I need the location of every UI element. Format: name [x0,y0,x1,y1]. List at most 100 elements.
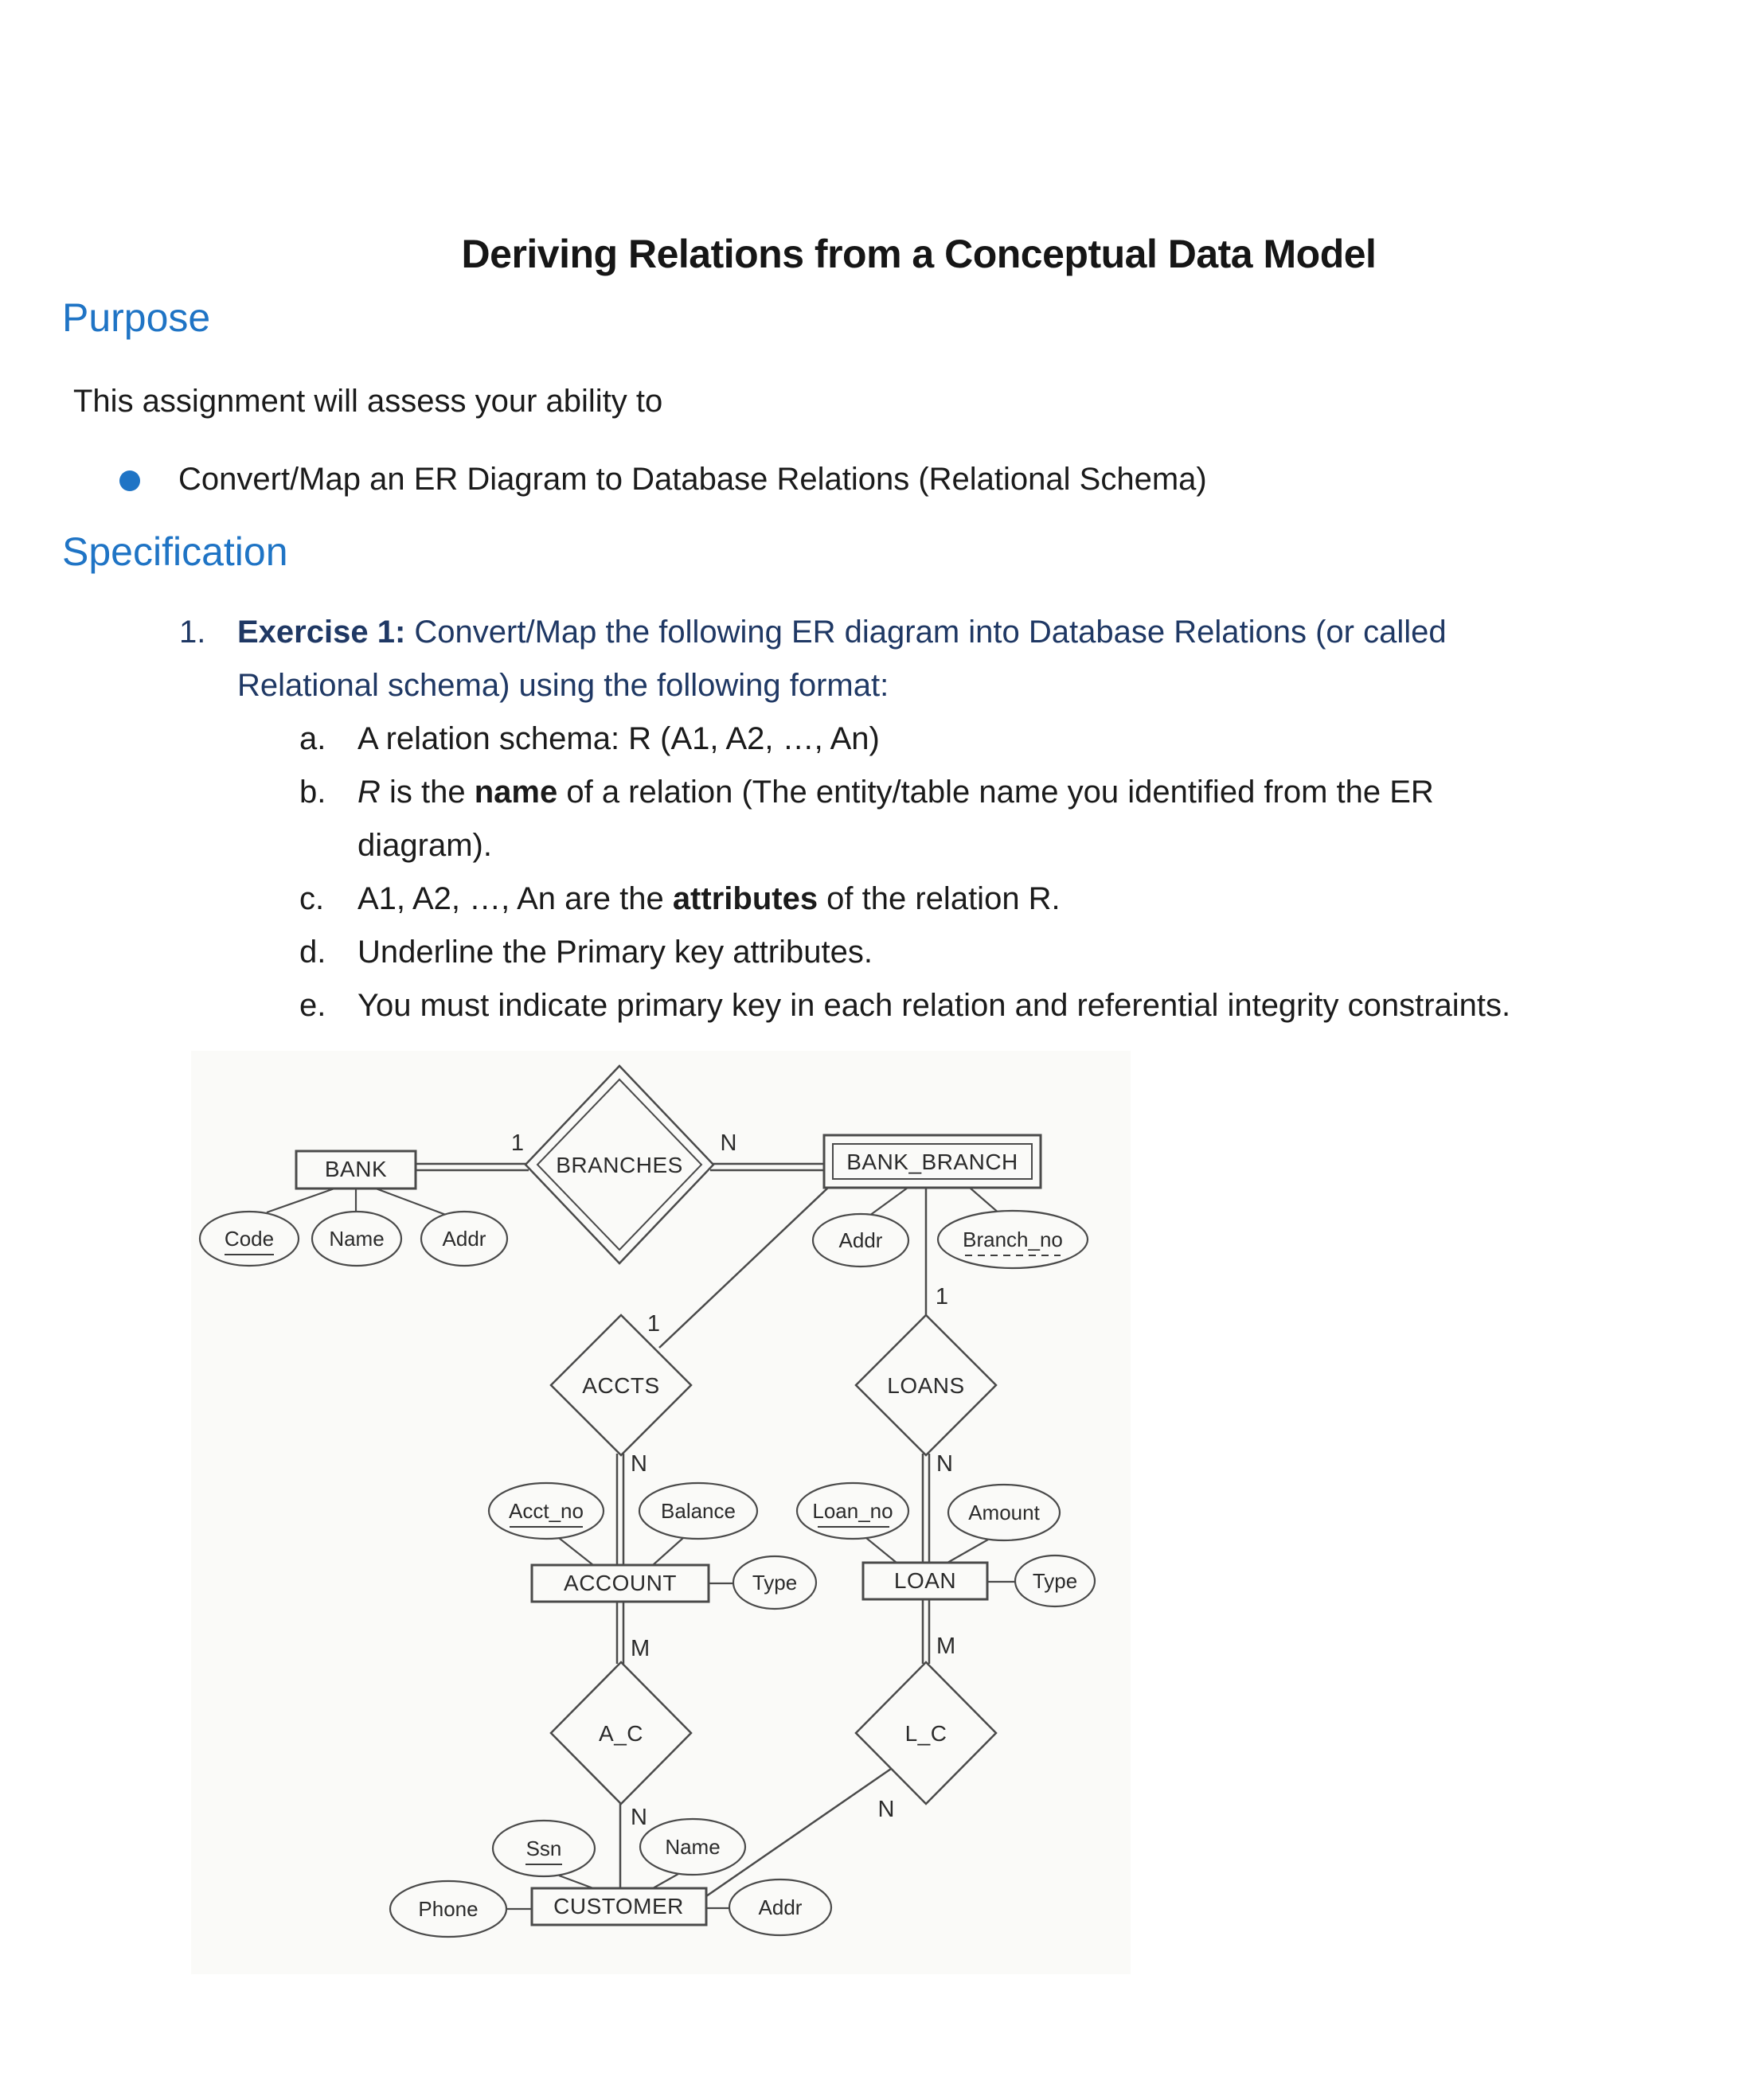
bullet-icon [119,470,140,491]
relationship-branches-inner [536,1078,703,1251]
cardinality-ac-n: N [631,1805,647,1830]
cardinality-loans-1: 1 [936,1284,948,1310]
attribute-cust-name-label: Name [665,1835,720,1859]
relationship-loans-label: LOANS [887,1373,964,1398]
entity-customer-label: CUSTOMER [553,1894,684,1918]
attribute-branch-addr-label: Addr [839,1228,883,1252]
attribute-code-ellipse [198,1210,300,1267]
attribute-loanno-label: Loan_no [812,1499,893,1523]
relationship-lc-label: L_C [905,1721,947,1746]
exercise-line-1: Exercise 1: Convert/Map the following ER… [237,615,1447,650]
entity-customer [530,1887,708,1926]
entity-bank-branch-label: BANK_BRANCH [846,1150,1018,1174]
attribute-shapes [198,1209,1096,1938]
item-b-bold: name [474,775,558,810]
entity-account [530,1563,710,1603]
attribute-loanno-ellipse [795,1481,910,1540]
entity-shapes [295,1134,1042,1926]
item-a-text: A relation schema: R (A1, A2, …, An) [357,721,880,756]
diagram-labels: BANK BRANCHES BANK_BRANCH ACCTS LOANS AC… [225,1130,1077,1921]
item-b-R: R [357,775,381,810]
purpose-heading: Purpose [62,295,211,340]
relationship-lc [854,1661,998,1805]
relationship-loans [854,1313,998,1457]
item-a-letter: a. [299,721,326,756]
attribute-name-label: Name [329,1227,384,1251]
item-b-line2: diagram). [357,828,492,863]
item-e-letter: e. [299,988,326,1023]
item-e-text: You must indicate primary key in each re… [357,988,1511,1023]
purpose-bullet-item: Convert/Map an ER Diagram to Database Re… [178,462,1207,497]
link-bank-code [266,1187,335,1214]
attribute-loan-type-ellipse [1014,1554,1096,1608]
link-bankbranch-accts [658,1187,829,1349]
item-d-text: Underline the Primary key attributes. [357,935,873,970]
key-underlines [225,1254,1061,1865]
relationship-shapes [524,1064,998,1805]
attribute-amount-ellipse [947,1483,1061,1542]
attribute-addr-label: Addr [443,1227,486,1251]
entity-loan [861,1561,989,1601]
link-lc-customer [705,1767,892,1898]
attribute-branchno-ellipse [936,1209,1089,1270]
attribute-name-ellipse [311,1210,403,1267]
attribute-branchno-label: Branch_no [963,1228,1063,1251]
link-branch-no [969,1187,1001,1215]
attribute-links [266,1187,1015,1911]
purpose-intro: This assignment will assess your ability… [73,384,663,419]
attribute-phone-label: Phone [418,1897,478,1921]
exercise-label: Exercise 1: [237,615,406,650]
attribute-addr-ellipse [420,1210,509,1267]
link-account-acctno [558,1537,594,1566]
link-customer-ssn [558,1874,594,1890]
entity-bank [295,1150,417,1190]
specification-heading: Specification [62,529,288,574]
attribute-cust-name-ellipse [639,1817,747,1876]
relationship-ac [549,1661,693,1805]
list-number: 1. [179,615,206,650]
link-bank-addr [375,1187,447,1216]
cardinality-account-m: M [631,1636,650,1661]
cardinality-branch-n: N [721,1130,737,1156]
link-loan-amount [947,1539,989,1563]
item-c-letter: c. [299,881,325,916]
attribute-code-label: Code [225,1227,274,1251]
attribute-account-type-label: Type [752,1571,797,1595]
item-c-t1: A1, A2, …, An are the [357,881,673,916]
attribute-amount-label: Amount [968,1501,1040,1524]
link-loan-loanno [865,1537,897,1563]
cardinality-accts-1: 1 [647,1311,660,1337]
cardinality-loan-m: M [936,1634,955,1659]
entity-bank-branch-outer [822,1134,1042,1189]
attribute-acctno-ellipse [487,1481,605,1540]
item-b-t1: is the [380,775,475,810]
entity-loan-label: LOAN [894,1568,956,1593]
item-c-text: A1, A2, …, An are the attributes of the … [357,881,1061,917]
relationship-links [416,1162,931,1898]
cardinality-loans-n: N [936,1451,953,1477]
link-branch-addr [869,1187,908,1216]
cardinality-lc-n: N [878,1797,895,1822]
link-customer-name [652,1873,679,1889]
item-c-bold: attributes [672,881,818,916]
item-b-letter: b. [299,775,326,810]
cardinality-bank-1: 1 [511,1130,524,1156]
attribute-branch-addr-ellipse [811,1212,910,1268]
entity-bank-branch-inner [832,1143,1033,1180]
relationship-accts [549,1313,693,1457]
item-b-text: R is the name of a relation (The entity/… [357,775,1434,810]
attribute-ssn-ellipse [491,1819,596,1878]
attribute-ssn-label: Ssn [526,1837,562,1860]
attribute-loan-type-label: Type [1033,1569,1077,1593]
relationship-accts-label: ACCTS [582,1373,659,1398]
attribute-balance-label: Balance [661,1499,736,1523]
entity-bank-label: BANK [325,1157,387,1181]
attribute-cust-addr-label: Addr [759,1895,803,1919]
page-title: Deriving Relations from a Conceptual Dat… [461,232,1377,276]
item-d-letter: d. [299,935,326,970]
er-diagram: BANK BRANCHES BANK_BRANCH ACCTS LOANS AC… [191,1051,1131,1974]
relationship-ac-label: A_C [599,1721,643,1746]
entity-account-label: ACCOUNT [564,1571,677,1595]
attribute-cust-addr-ellipse [728,1878,833,1937]
